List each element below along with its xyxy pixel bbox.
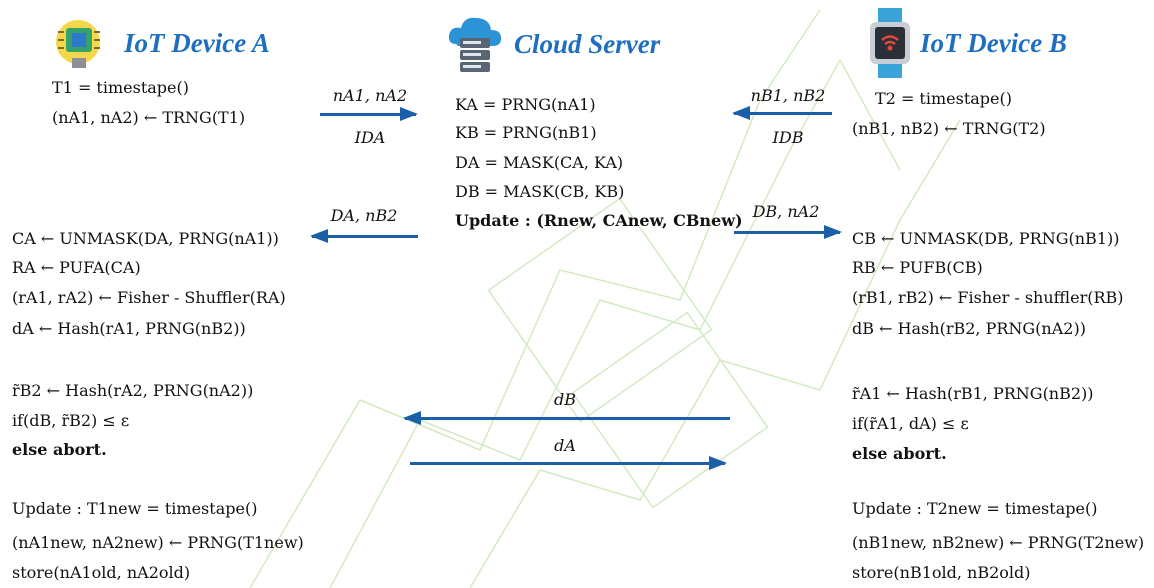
device-a-verify-line-4: dA ← Hash(rA1, PRNG(nB2)): [12, 319, 246, 338]
server-line-2: KB = PRNG(nB1): [455, 123, 597, 142]
device-b-update-line-3: store(nB1old, nB2old): [852, 563, 1031, 582]
device-b-init-line-2: (nB1, nB2) ← TRNG(T2): [852, 119, 1046, 138]
msg-b-to-a-label: dB: [554, 390, 576, 409]
device-a-update-line-1: Update : T1new = timestape(): [12, 499, 258, 518]
device-a-header: IoT Device A: [48, 16, 270, 70]
device-b-title: IoT Device B: [920, 27, 1067, 58]
device-a-init-line-1: T1 = timestape(): [52, 78, 189, 97]
arrow-b-to-a: [403, 411, 730, 425]
device-a-title: IoT Device A: [124, 27, 270, 58]
device-b-verify-line-1: CB ← UNMASK(DB, PRNG(nB1)): [852, 229, 1120, 248]
device-b-abort: else abort.: [852, 444, 947, 463]
msg-a-to-b-label: dA: [554, 436, 576, 455]
device-b-init-line-1: T2 = timestape(): [875, 89, 1012, 108]
server-line-1: KA = PRNG(nA1): [455, 95, 596, 114]
msg-server-to-b-label: DB, nA2: [752, 202, 820, 221]
device-a-verify-line-1: CA ← UNMASK(DA, PRNG(nA1)): [12, 229, 279, 248]
cloud-server-icon: [448, 17, 502, 72]
msg-a-to-server-label: nA1, nA2: [332, 86, 408, 105]
device-b-update-line-2: (nB1new, nB2new) ← PRNG(T2new): [852, 533, 1145, 552]
device-a-check-line-1: r̃B2 ← Hash(rA2, PRNG(nA2)): [12, 381, 254, 400]
device-b-verify-line-2: RB ← PUFB(CB): [852, 258, 983, 277]
device-a-update-line-3: store(nA1old, nA2old): [12, 563, 191, 582]
server-update-line: Update : (Rnew, CAnew, CBnew): [455, 211, 743, 230]
smartwatch-wifi-icon: [870, 8, 910, 78]
device-b-verify-line-4: dB ← Hash(rB2, PRNG(nA2)): [852, 319, 1086, 338]
server-header: Cloud Server: [446, 14, 660, 74]
device-b-update-line-1: Update : T2new = timestape(): [852, 499, 1098, 518]
server-line-4: DB = MASK(CB, KB): [455, 182, 625, 201]
arrow-server-to-b: [734, 225, 842, 239]
server-title: Cloud Server: [514, 28, 661, 59]
arrow-a-to-b: [410, 456, 727, 470]
device-a-abort: else abort.: [12, 440, 107, 459]
chip-lightbulb-icon: [56, 20, 100, 68]
device-b-verify-line-3: (rB1, rB2) ← Fisher - shuffler(RB): [852, 288, 1124, 307]
device-a-update-line-2: (nA1new, nA2new) ← PRNG(T1new): [12, 533, 304, 552]
device-b-header: IoT Device B: [862, 8, 1067, 78]
device-a-verify-line-3: (rA1, rA2) ← Fisher - Shuffler(RA): [12, 288, 286, 307]
device-a-init-line-2: (nA1, nA2) ← TRNG(T1): [52, 108, 246, 127]
arrow-server-to-a: [310, 229, 418, 243]
msg-a-id-label: IDA: [354, 128, 386, 147]
device-a-verify-line-2: RA ← PUFA(CA): [12, 258, 141, 277]
device-b-check-line-2: if(r̃A1, dA) ≤ ε: [852, 414, 969, 433]
arrow-b-to-server: [732, 106, 832, 120]
server-line-3: DA = MASK(CA, KA): [455, 153, 624, 172]
device-a-check-line-2: if(dB, r̃B2) ≤ ε: [12, 411, 130, 430]
msg-b-id-label: IDB: [772, 128, 804, 147]
device-b-check-line-1: r̃A1 ← Hash(rB1, PRNG(nB2)): [852, 384, 1094, 403]
arrow-a-to-server: [320, 107, 418, 121]
msg-server-to-a-label: DA, nB2: [330, 206, 398, 225]
msg-b-to-server-label: nB1, nB2: [750, 86, 826, 105]
